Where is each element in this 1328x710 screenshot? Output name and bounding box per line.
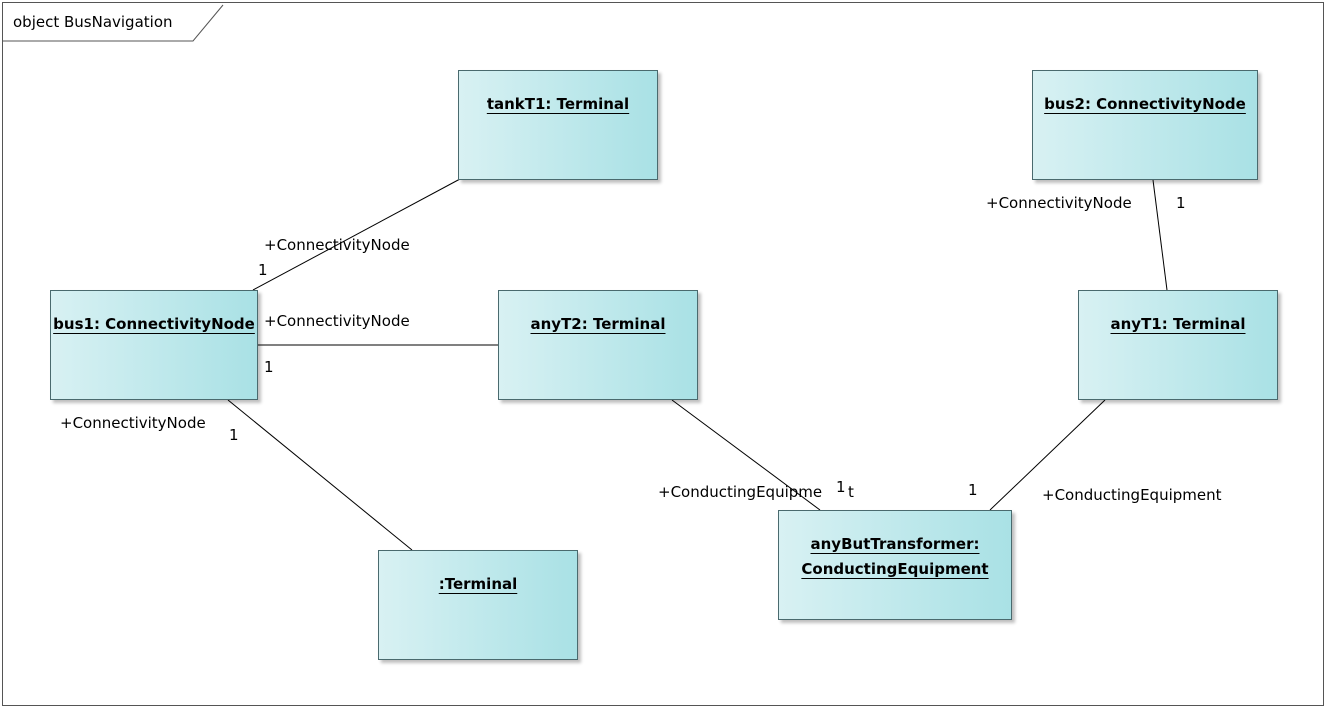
node-title-terminal: :Terminal: [438, 575, 518, 593]
role-label-anyT2: +ConnectivityNode: [264, 312, 410, 330]
multiplicity-ce-right: 1: [968, 481, 978, 499]
frame-title: object BusNavigation: [13, 13, 173, 31]
link-bus1-tankT1: [252, 178, 461, 291]
role-label-ce-left-tail: t: [848, 483, 854, 501]
node-anyT2[interactable]: anyT2: Terminal: [498, 290, 698, 400]
node-title-bus1: bus1: ConnectivityNode: [53, 315, 255, 333]
role-label-ce-right: +ConductingEquipment: [1042, 486, 1222, 504]
node-title-anyT2: anyT2: Terminal: [530, 315, 666, 333]
role-label-bus2: +ConnectivityNode: [986, 194, 1132, 212]
link-anyT1-anybut: [989, 399, 1106, 511]
link-bus1-terminal: [227, 399, 413, 551]
multiplicity-bus2: 1: [1176, 194, 1186, 212]
node-tankT1[interactable]: tankT1: Terminal: [458, 70, 658, 180]
multiplicity-tank: 1: [258, 261, 268, 279]
node-bus1[interactable]: bus1: ConnectivityNode: [50, 290, 258, 400]
node-anyButTransformer[interactable]: anyButTransformer: ConductingEquipment: [778, 510, 1012, 620]
frame-tab: [3, 4, 224, 42]
role-label-tank: +ConnectivityNode: [264, 236, 410, 254]
node-anyT1[interactable]: anyT1: Terminal: [1078, 290, 1278, 400]
node-title-anyT1: anyT1: Terminal: [1110, 315, 1246, 333]
node-title-anybut-line2: ConductingEquipment: [801, 560, 989, 578]
node-terminal[interactable]: :Terminal: [378, 550, 578, 660]
multiplicity-anyT2: 1: [264, 358, 274, 376]
node-title-tankT1: tankT1: Terminal: [486, 95, 630, 113]
multiplicity-ce-left: 1: [836, 478, 846, 496]
node-bus2[interactable]: bus2: ConnectivityNode: [1032, 70, 1258, 180]
role-label-terminal: +ConnectivityNode: [60, 414, 206, 432]
node-title-anybut-line1: anyButTransformer:: [810, 535, 980, 553]
node-title-bus2: bus2: ConnectivityNode: [1044, 95, 1246, 113]
multiplicity-terminal: 1: [229, 426, 239, 444]
link-anyT2-anybut: [671, 399, 821, 511]
link-bus2-anyT1: [1152, 179, 1168, 291]
role-label-ce-left: +ConductingEquipme: [658, 483, 823, 501]
